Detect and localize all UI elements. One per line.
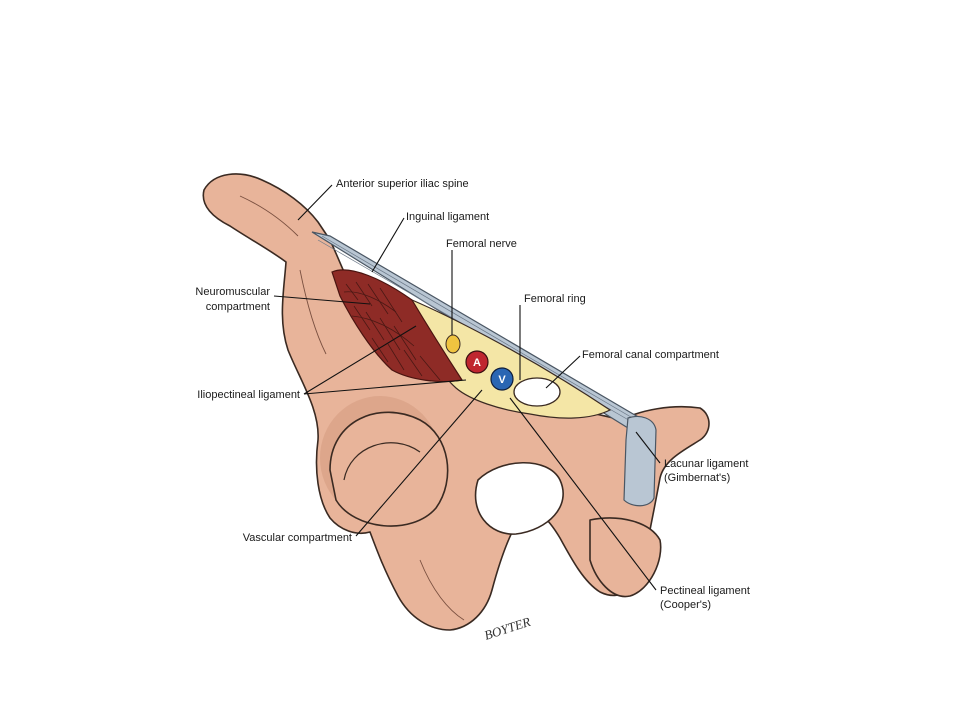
obturator-foramen [474,462,564,535]
label-femoral-nerve: Femoral nerve [446,238,517,250]
label-femoral-canal: Femoral canal compartment [582,349,719,361]
pectineal-leader [509,397,657,591]
artery-letter: A [473,357,481,369]
asis-leader [297,184,333,221]
vascular-leader [355,389,483,537]
femoral-ring [513,377,561,407]
iliopectineal-leader-1 [303,325,417,395]
artist-signature: BOYTER [482,614,532,643]
label-lacunar-2: (Gimbernat's) [664,472,730,484]
vein-letter: V [498,374,506,386]
neuromuscular-leader [273,295,371,305]
labels: Anterior superior iliac spine Inguinal l… [195,178,749,611]
label-inguinal-ligament: Inguinal ligament [406,211,489,223]
lacunar-ligament-band [623,415,657,507]
hip-bone [202,173,710,631]
label-neuromuscular-1: Neuromuscular [195,286,270,298]
iliopectineal-leader-2 [303,379,467,395]
leader-lines [273,184,661,591]
label-lacunar-1: Lacunar ligament [664,458,748,470]
label-vascular-compartment: Vascular compartment [243,532,352,544]
femoral-vein: V [490,367,514,391]
label-femoral-ring: Femoral ring [524,293,586,305]
label-pectineal-1: Pectineal ligament [660,585,750,597]
femoral-artery: A [465,350,489,374]
label-pectineal-2: (Cooper's) [660,599,711,611]
label-iliopectineal-ligament: Iliopectineal ligament [197,389,300,401]
inguinal-leader [371,217,405,273]
femoral-canal-leader [545,355,581,389]
label-asis: Anterior superior iliac spine [336,178,469,190]
lacunar-leader [635,431,661,464]
label-neuromuscular-2: compartment [206,301,270,313]
femoral-nerve [445,334,461,354]
